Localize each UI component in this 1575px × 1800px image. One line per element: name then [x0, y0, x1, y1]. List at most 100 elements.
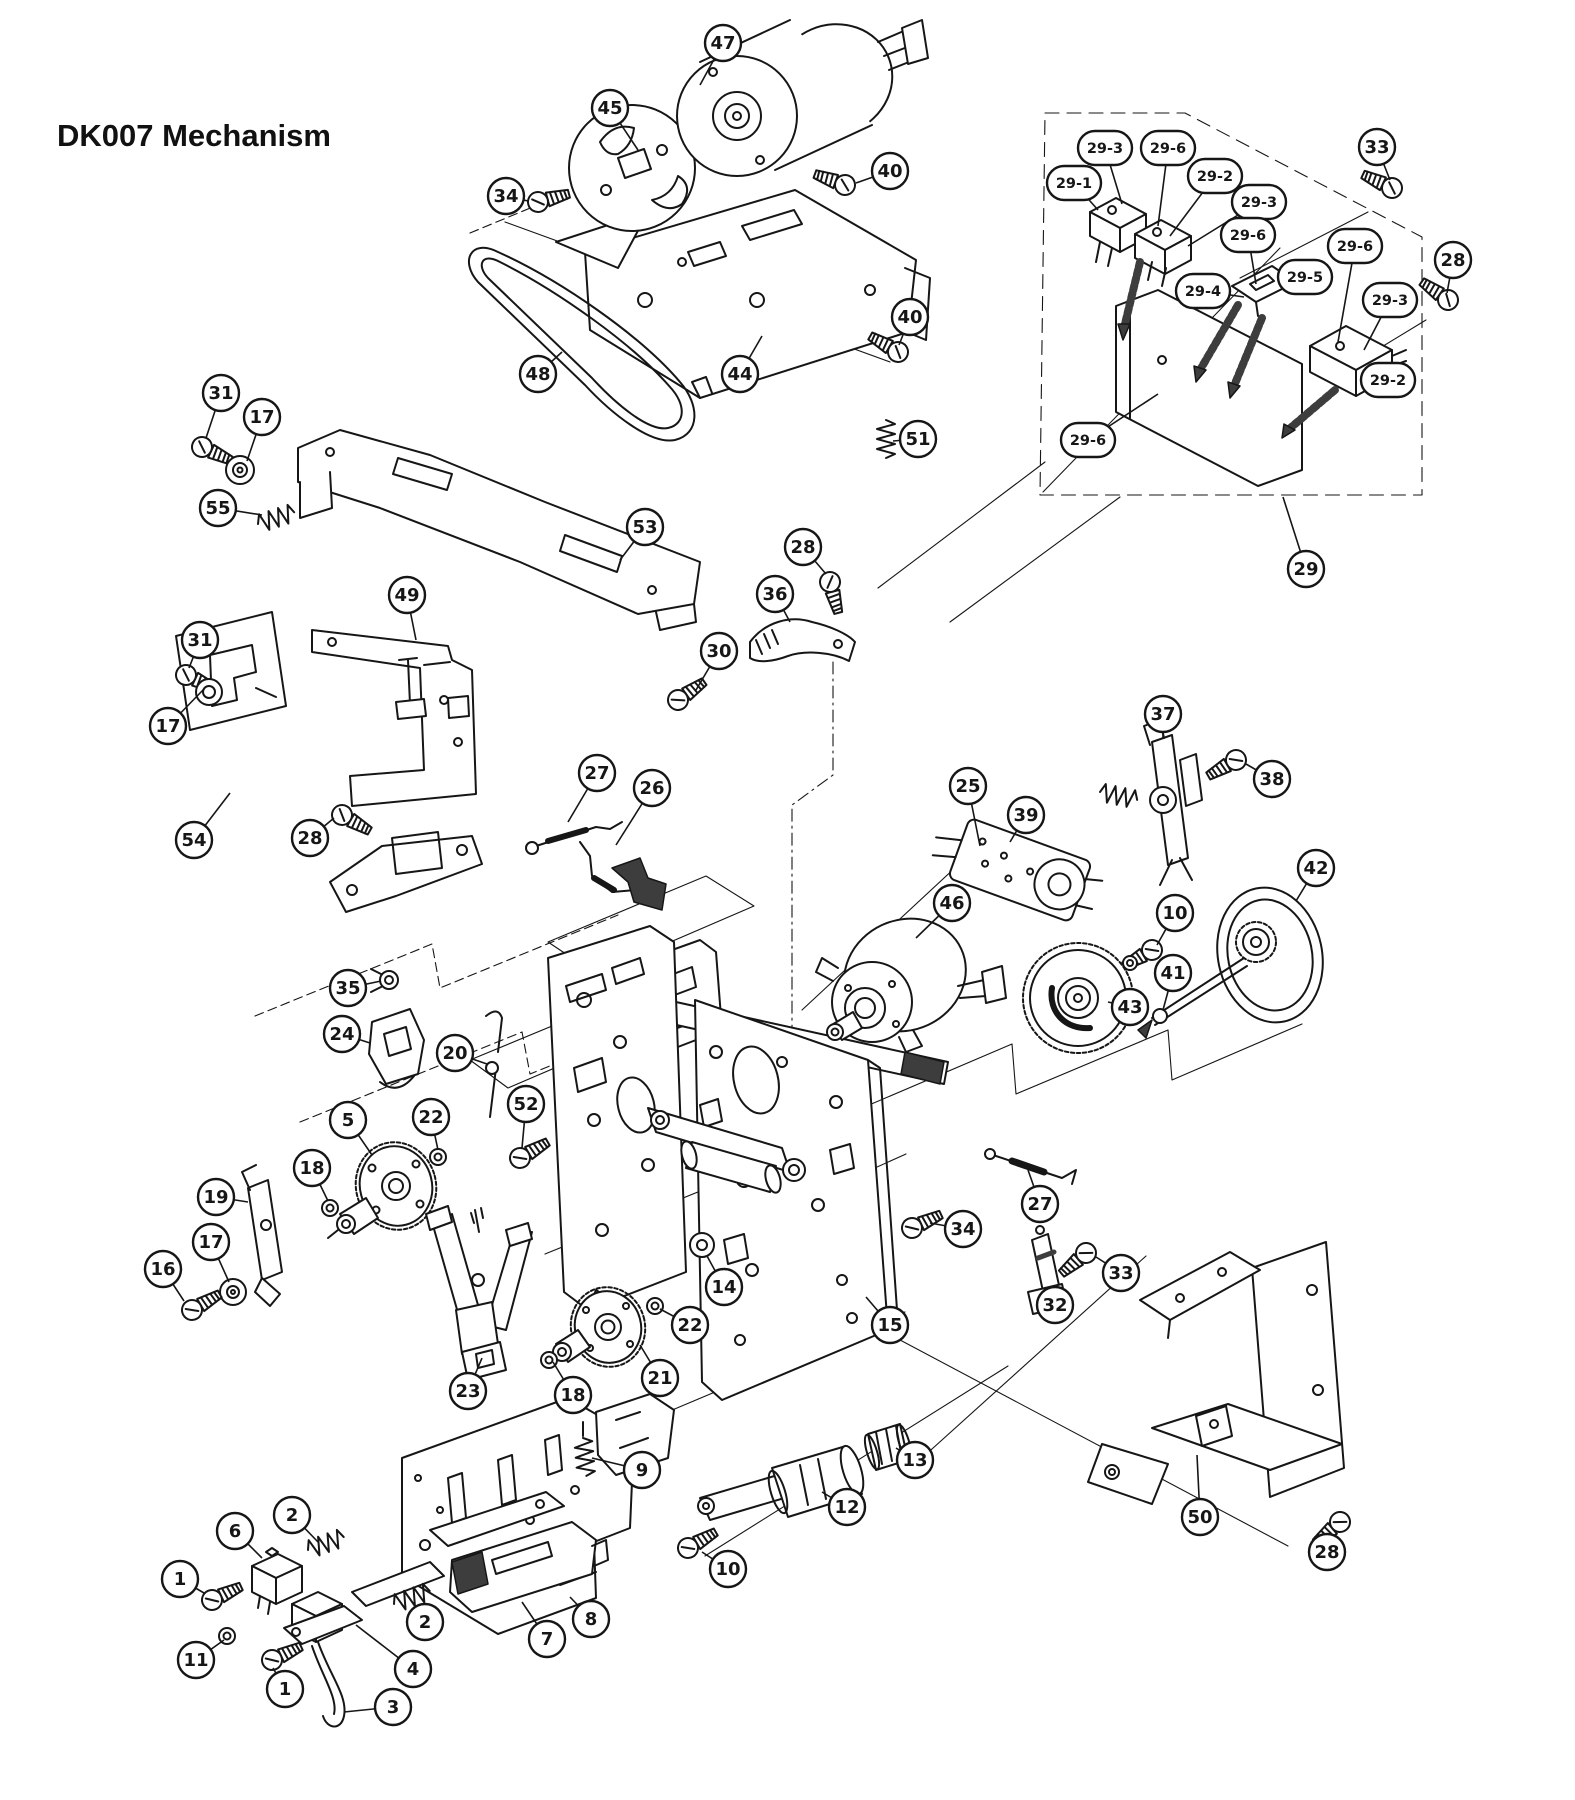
callout-39: 39	[1006, 795, 1046, 843]
callout-bubble	[870, 151, 910, 191]
bracket-50	[1087, 1241, 1345, 1505]
callout-27: 27	[1020, 1169, 1060, 1224]
callout-label: 1	[174, 1569, 187, 1590]
callout-label: 34	[493, 186, 518, 207]
callout-29-3: 29-3	[1361, 281, 1419, 351]
callout-label: 34	[950, 1219, 975, 1240]
callout-label: 17	[249, 407, 274, 428]
callout-bubble	[1153, 953, 1193, 993]
callout-label: 29-6	[1337, 239, 1373, 255]
callout-label: 10	[1162, 903, 1187, 924]
callout-bubble	[827, 1487, 867, 1527]
callout-label: 31	[208, 383, 233, 404]
callout-label: 11	[183, 1650, 208, 1671]
callout-bubble	[577, 753, 617, 793]
callout-label: 8	[585, 1609, 598, 1630]
callout-45: 45	[590, 88, 639, 151]
callout-34: 34	[486, 176, 529, 216]
callout-29-6: 29-6	[1219, 216, 1277, 285]
callout-bubble	[148, 706, 188, 746]
callout-9: 9	[591, 1450, 662, 1490]
callout-bubble	[393, 1649, 433, 1689]
callout-bubble	[943, 1209, 983, 1249]
callout-46: 46	[915, 883, 972, 939]
callout-label: 37	[1150, 704, 1175, 725]
callout-bubble	[1361, 281, 1419, 319]
solenoid-39	[931, 818, 1104, 922]
callout-19: 19	[196, 1177, 249, 1217]
callout-17: 17	[242, 397, 282, 462]
callout-label: 29-6	[1150, 141, 1186, 157]
callout-33: 33	[1095, 1253, 1141, 1293]
callout-2: 2	[272, 1495, 319, 1543]
callout-label: 39	[1013, 805, 1038, 826]
callout-29: 29	[1282, 496, 1326, 589]
callout-bubble	[292, 1148, 332, 1188]
callout-29-2: 29-2	[1359, 361, 1417, 399]
callout-bubble	[1076, 129, 1134, 167]
callout-40: 40	[855, 151, 910, 191]
callout-label: 1	[279, 1679, 292, 1700]
washer-14	[689, 1232, 715, 1258]
callout-bubble	[932, 883, 972, 923]
callout-label: 10	[715, 1559, 740, 1580]
callout-29-6: 29-6	[1326, 227, 1384, 343]
callout-bubble	[387, 575, 427, 615]
callout-36: 36	[755, 574, 795, 623]
flywheel-42	[1216, 886, 1324, 1024]
callout-32: 32	[1035, 1285, 1075, 1325]
callout-26: 26	[615, 768, 672, 846]
callout-43: 43	[1107, 987, 1150, 1027]
lever-36	[749, 618, 856, 663]
callout-bubble	[948, 766, 988, 806]
roller-35	[370, 968, 399, 993]
callout-3: 3	[343, 1687, 413, 1727]
callout-label: 40	[897, 307, 922, 328]
callout-bubble	[1101, 1253, 1141, 1293]
callout-40: 40	[890, 297, 930, 346]
callout-label: 27	[1027, 1194, 1052, 1215]
callout-bubble	[783, 527, 823, 567]
callout-bubble	[201, 373, 241, 413]
callout-20: 20	[435, 1033, 488, 1073]
callout-2: 2	[405, 1596, 445, 1642]
callout-bubble	[898, 419, 938, 459]
callout-10: 10	[701, 1549, 748, 1589]
callout-label: 48	[525, 364, 550, 385]
screw-33b	[1054, 1237, 1102, 1283]
callout-41: 41	[1153, 953, 1193, 1011]
callout-bubble	[180, 620, 220, 660]
callout-label: 4	[407, 1659, 420, 1680]
callout-bubble	[506, 1084, 546, 1124]
callout-label: 29-3	[1087, 141, 1123, 157]
callout-bubble	[174, 820, 214, 860]
callout-label: 29-6	[1230, 228, 1266, 244]
callout-label: 29-1	[1056, 176, 1092, 192]
switch-6	[251, 1547, 303, 1615]
spring-51	[876, 419, 896, 459]
callout-label: 51	[905, 429, 930, 450]
callout-bubble	[590, 88, 630, 128]
callout-label: 17	[198, 1232, 223, 1253]
callout-37: 37	[1143, 694, 1183, 738]
callout-52: 52	[506, 1084, 546, 1149]
callout-bubble	[622, 1450, 662, 1490]
callout-29-6: 29-6	[1139, 129, 1197, 227]
callout-10: 10	[1155, 893, 1195, 946]
callout-7: 7	[521, 1601, 567, 1659]
callout-bubble	[890, 297, 930, 337]
callout-label: 33	[1364, 137, 1389, 158]
callout-label: 18	[560, 1385, 585, 1406]
callout-25: 25	[948, 766, 988, 847]
washer-17a	[225, 455, 255, 485]
callout-label: 5	[342, 1110, 355, 1131]
callout-bubble	[1219, 216, 1277, 254]
callout-label: 28	[790, 537, 815, 558]
callout-29-5: 29-5	[1276, 258, 1334, 296]
callout-label: 41	[1160, 963, 1185, 984]
callout-27: 27	[567, 753, 617, 823]
chassis-front-plate	[547, 925, 687, 1311]
callout-bubble	[1045, 164, 1103, 202]
callout-bubble	[198, 488, 238, 528]
